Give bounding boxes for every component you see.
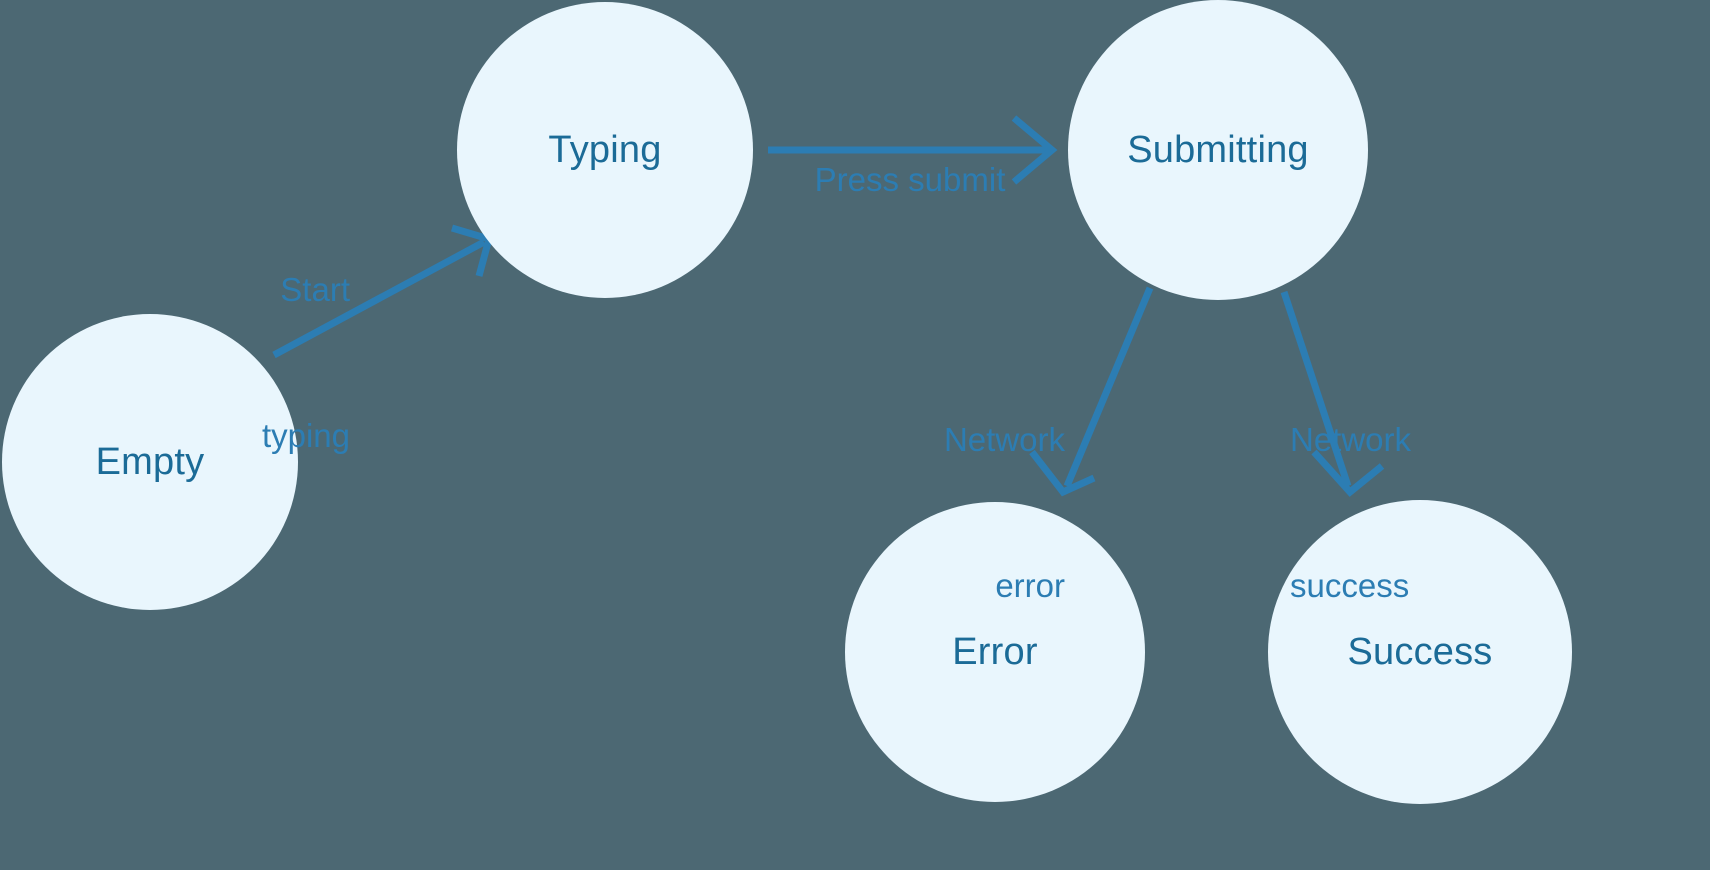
state-node-label: Typing: [548, 129, 662, 171]
state-node-success[interactable]: Success: [1268, 500, 1572, 804]
state-node-submitting[interactable]: Submitting: [1068, 0, 1368, 300]
edge-typing-to-submitting: [768, 115, 1058, 185]
state-node-empty[interactable]: Empty: [2, 314, 298, 610]
edge-label-line2: error: [995, 567, 1065, 605]
edge-label-line2: success: [1290, 567, 1410, 605]
state-node-label: Error: [952, 631, 1038, 673]
edge-label-line1: Start: [280, 270, 350, 308]
edge-label-press-submit: Press submit: [790, 58, 1030, 302]
edge-label-line1: Press submit: [814, 160, 1006, 198]
edge-submitting-to-error: [1029, 286, 1154, 497]
state-node-error[interactable]: Error: [845, 502, 1145, 802]
edge-label-network-error: Network error: [855, 318, 1065, 709]
state-node-label: Empty: [95, 441, 205, 483]
edge-label-start-typing: Start typing: [180, 168, 350, 559]
edge-submitting-to-success: [1280, 290, 1385, 497]
edge-label-line1: Network: [943, 420, 1065, 458]
state-node-typing[interactable]: Typing: [457, 2, 753, 298]
edge-label-network-success: Network success: [1290, 318, 1495, 709]
state-node-label: Success: [1347, 631, 1493, 673]
state-node-label: Submitting: [1127, 129, 1309, 171]
edge-label-line2: typing: [261, 417, 350, 455]
edge-label-line1: Network: [1290, 420, 1412, 458]
